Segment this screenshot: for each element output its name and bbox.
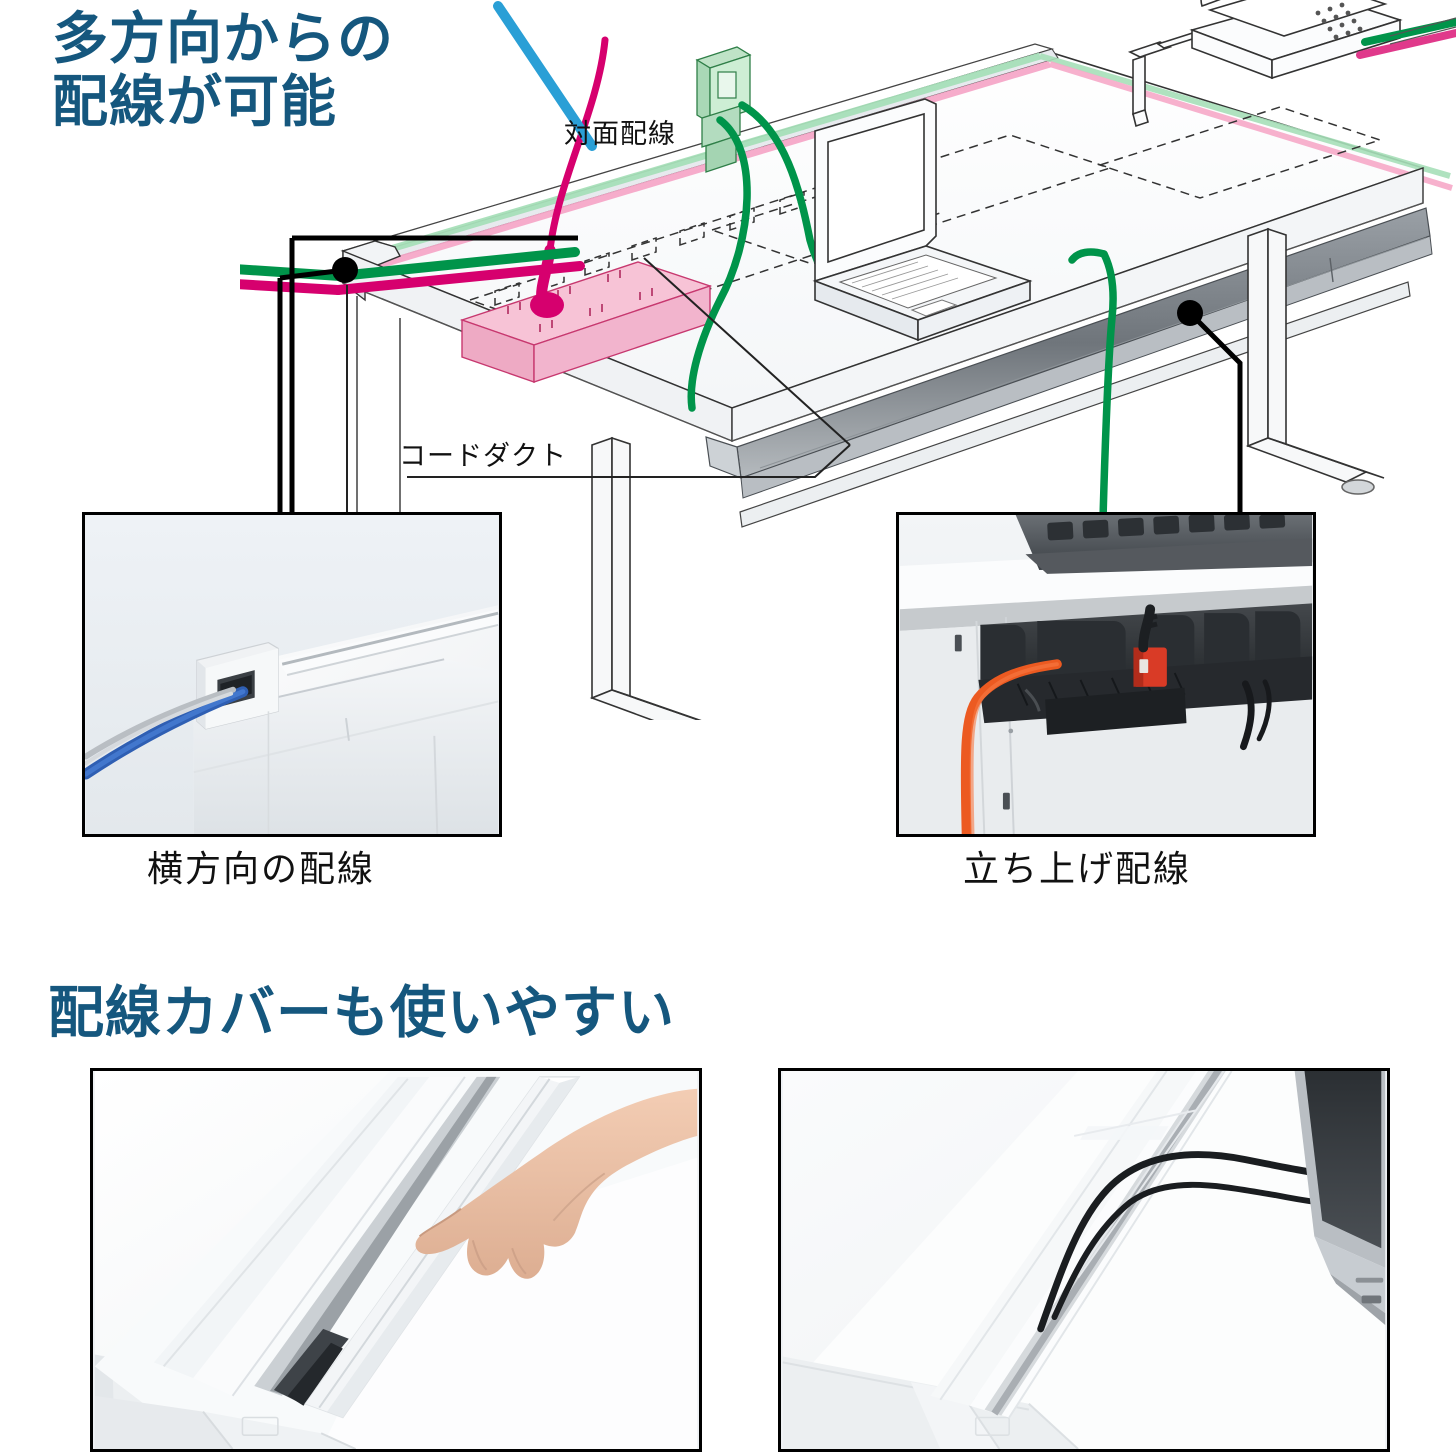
caption-horizontal-wiring: 横方向の配線 xyxy=(147,848,376,889)
label-facing-wiring: 対面配線 xyxy=(564,119,676,149)
horizontal-wiring-photo xyxy=(82,512,502,837)
label-cord-duct: コードダクト xyxy=(399,441,567,471)
caption-riser-wiring: 立ち上げ配線 xyxy=(963,848,1192,889)
page-title-main: 多方向からの 配線が可能 xyxy=(52,7,394,133)
cable-slot-laptop-photo xyxy=(778,1068,1390,1452)
desk-wiring-diagram xyxy=(240,0,1456,720)
cable-cover-lift-photo xyxy=(90,1068,702,1452)
riser-wiring-photo xyxy=(896,512,1316,837)
page-title-secondary: 配線カバーも使いやすい xyxy=(48,981,675,1044)
